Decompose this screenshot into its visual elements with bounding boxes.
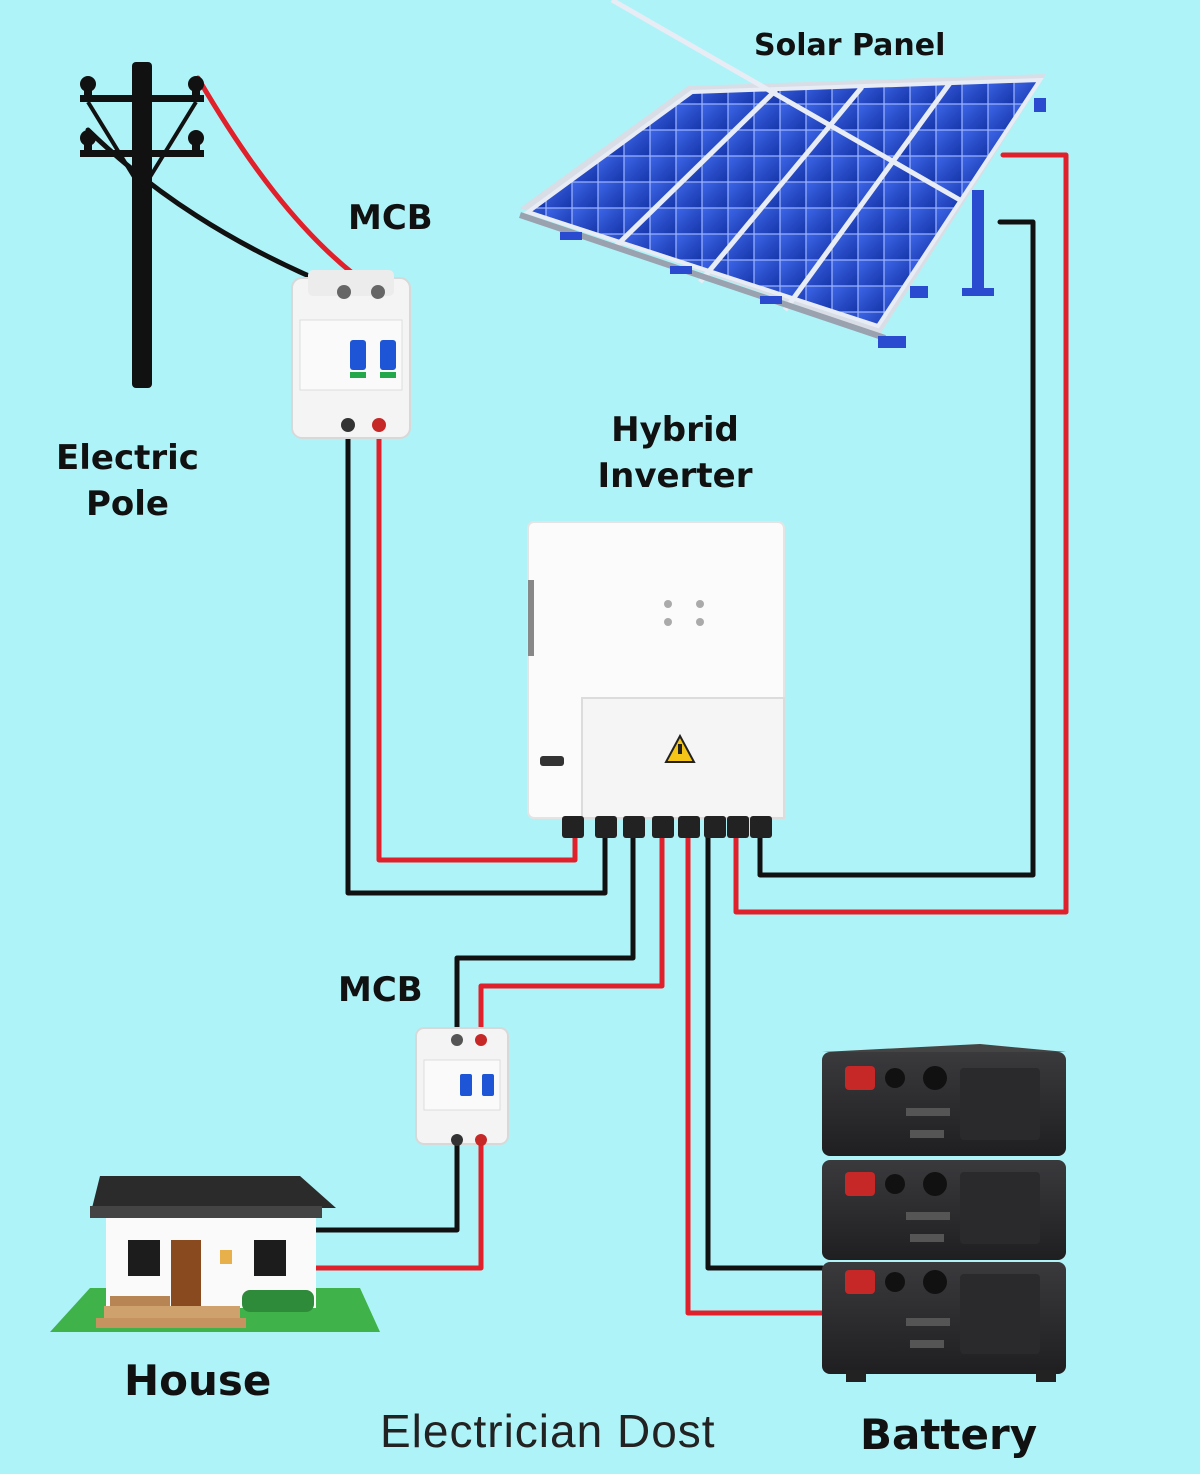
- solar-panel: [519, 0, 1046, 348]
- wire-mcb-inverter-negative: [345, 422, 608, 896]
- battery-stack: [822, 1044, 1066, 1382]
- electric-pole-label: Electric Pole: [40, 438, 215, 524]
- wire-inverter-mcb2-negative: [454, 825, 636, 1043]
- wire-inverter-battery-negative: [705, 825, 825, 1271]
- battery-module-2: [822, 1160, 1066, 1260]
- wires: [85, 75, 1069, 1316]
- hybrid-inverter: [527, 521, 785, 838]
- wire-pole-mcb-positive: [195, 75, 381, 295]
- watermark-text: Electrician Dost: [380, 1405, 716, 1457]
- battery-module-3: [822, 1262, 1066, 1382]
- hybrid-inverter-label-line2: Inverter: [597, 456, 753, 496]
- hybrid-inverter-label-line1: Hybrid: [611, 410, 739, 450]
- battery-label: Battery: [860, 1410, 1038, 1459]
- wire-solar-inverter-negative: [757, 219, 1036, 878]
- electric-pole-label-line1: Electric: [56, 438, 199, 478]
- wire-solar-inverter-positive: [733, 152, 1069, 915]
- hybrid-inverter-label: Hybrid Inverter: [580, 410, 770, 496]
- electric-pole: [80, 62, 204, 388]
- house: [50, 1176, 380, 1332]
- mcb-bottom-device: [415, 1027, 509, 1146]
- house-label: House: [124, 1356, 272, 1405]
- wire-inverter-battery-positive: [685, 825, 825, 1316]
- mcb-bottom-label: MCB: [338, 970, 423, 1010]
- mcb-top-device: [291, 270, 411, 439]
- mcb-top-label: MCB: [348, 198, 433, 238]
- wire-mcb2-house-positive: [312, 1137, 484, 1271]
- battery-module-1: [822, 1044, 1066, 1156]
- wire-inverter-mcb2-positive: [478, 825, 665, 1043]
- wire-mcb2-house-negative: [312, 1137, 460, 1233]
- wire-mcb-inverter-positive: [376, 422, 578, 863]
- solar-panel-label: Solar Panel: [754, 28, 946, 63]
- electric-pole-label-line2: Pole: [86, 484, 169, 524]
- inverter-connectors: [562, 816, 772, 838]
